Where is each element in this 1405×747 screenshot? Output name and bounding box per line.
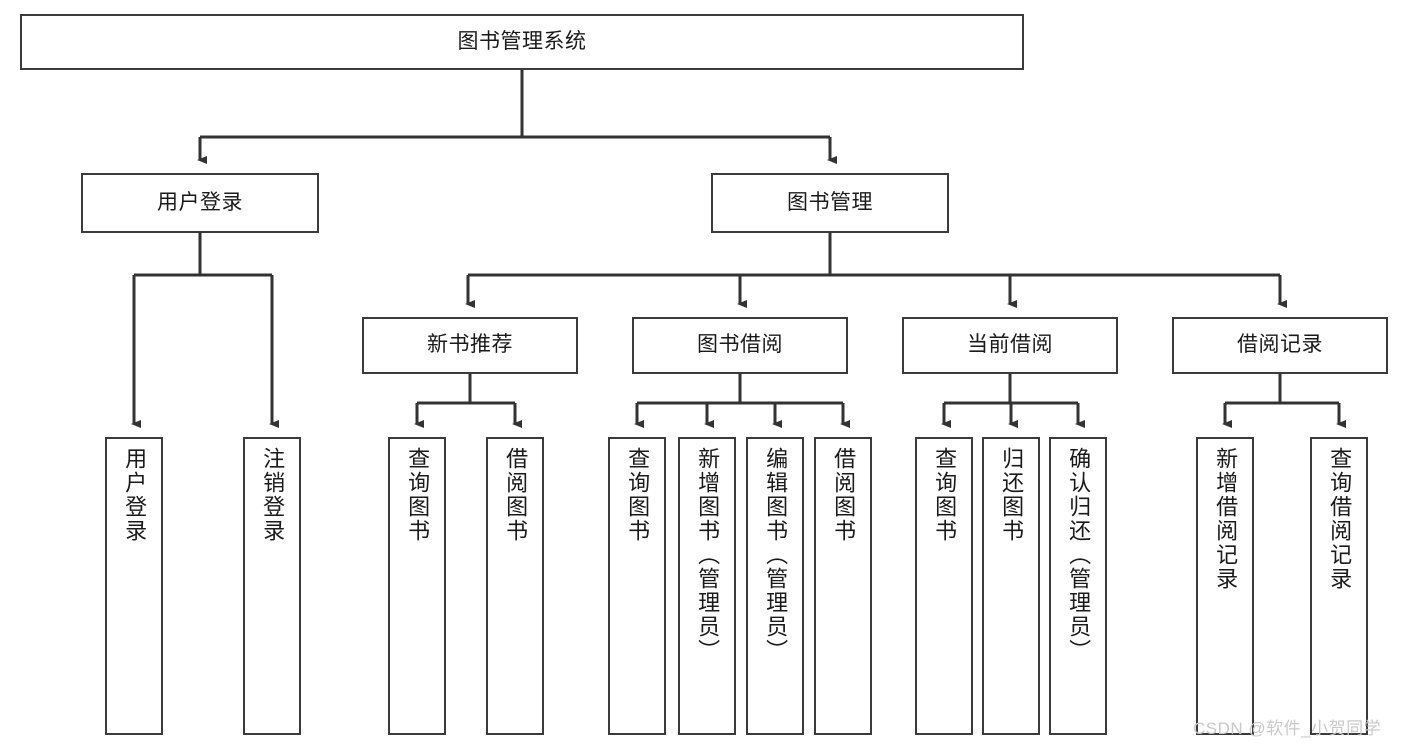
node-label: 新增借阅记录 [1213, 447, 1239, 591]
node-label: 新增图书（管理员） [695, 447, 721, 663]
node-label: 用户登录 [157, 190, 243, 214]
node-label: 查询图书 [932, 447, 958, 543]
node-label: 图书管理系统 [457, 29, 587, 53]
node-label: 查询图书 [625, 447, 651, 543]
node-label: 新书推荐 [427, 333, 513, 357]
node-label: 借阅图书 [503, 447, 529, 543]
node-leaf-return-book[interactable]: 归还图书 [982, 437, 1040, 735]
node-label: 图书管理 [787, 190, 873, 214]
node-leaf-query-book-recommend[interactable]: 查询图书 [388, 437, 446, 735]
watermark-text: CSDN @软件_小贺同学 [1193, 719, 1382, 738]
node-label: 查询图书 [405, 447, 431, 543]
node-leaf-logout[interactable]: 注销登录 [243, 437, 301, 735]
node-leaf-confirm-return-admin[interactable]: 确认归还（管理员） [1049, 437, 1107, 735]
node-label: 归还图书 [999, 447, 1025, 543]
node-root-system[interactable]: 图书管理系统 [20, 14, 1024, 70]
node-book-manage[interactable]: 图书管理 [711, 173, 949, 233]
node-leaf-query-book-borrow[interactable]: 查询图书 [608, 437, 666, 735]
node-user-login[interactable]: 用户登录 [81, 173, 319, 233]
node-label: 当前借阅 [967, 333, 1053, 357]
node-label: 注销登录 [260, 447, 286, 543]
node-label: 确认归还（管理员） [1066, 447, 1092, 663]
node-label: 借阅图书 [831, 447, 857, 543]
node-leaf-add-book-admin[interactable]: 新增图书（管理员） [678, 437, 736, 735]
node-borrow-record[interactable]: 借阅记录 [1172, 317, 1388, 374]
node-label: 用户登录 [122, 447, 148, 543]
node-new-book-recommend[interactable]: 新书推荐 [362, 317, 578, 374]
node-leaf-borrow-book-recommend[interactable]: 借阅图书 [486, 437, 544, 735]
node-leaf-query-book-current[interactable]: 查询图书 [915, 437, 973, 735]
node-label: 借阅记录 [1237, 333, 1323, 357]
node-leaf-add-borrow-record[interactable]: 新增借阅记录 [1196, 437, 1254, 735]
node-leaf-user-login[interactable]: 用户登录 [105, 437, 163, 735]
node-leaf-edit-book-admin[interactable]: 编辑图书（管理员） [746, 437, 804, 735]
node-label: 查询借阅记录 [1327, 447, 1353, 591]
node-label: 图书借阅 [697, 333, 783, 357]
node-label: 编辑图书（管理员） [763, 447, 789, 663]
node-leaf-query-borrow-record[interactable]: 查询借阅记录 [1310, 437, 1368, 735]
node-book-borrow[interactable]: 图书借阅 [632, 317, 848, 374]
node-current-borrow[interactable]: 当前借阅 [902, 317, 1118, 374]
node-leaf-borrow-book[interactable]: 借阅图书 [814, 437, 872, 735]
